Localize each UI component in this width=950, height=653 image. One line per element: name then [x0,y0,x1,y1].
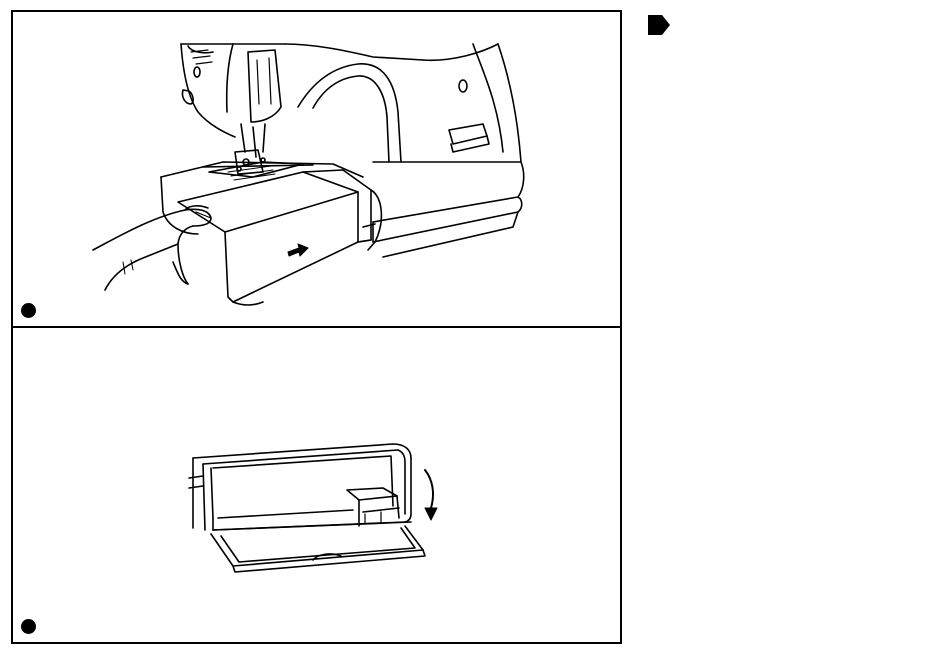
sewing-machine-illustration [13,12,620,326]
figure-panel-2 [11,326,622,644]
step-bullet-1 [21,303,36,318]
accessory-box-illustration [13,328,620,642]
section-tab-marker-icon [646,13,672,37]
step-bullet-2 [21,619,36,634]
figure-panel-1 [11,10,622,328]
